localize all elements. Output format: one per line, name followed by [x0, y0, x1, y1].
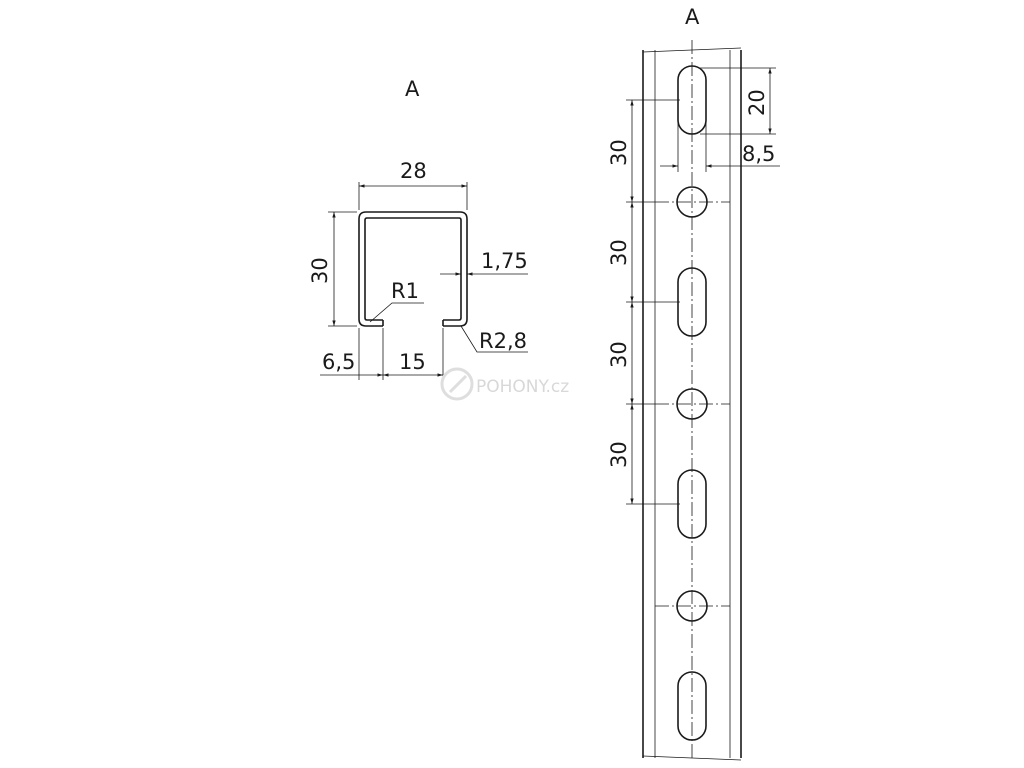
c-profile-inner: [364, 217, 462, 321]
outer-radius-label: R2,8: [479, 329, 527, 353]
pitch-label-2: 30: [607, 239, 631, 266]
watermark-logo-icon: [440, 367, 474, 401]
pitch-label-3: 30: [607, 341, 631, 368]
watermark: POHONY.cz: [440, 367, 569, 401]
slot-4: [677, 671, 707, 741]
outer-radius-leader: [460, 325, 528, 353]
pitch-label-1: 30: [607, 139, 631, 166]
slot-length-label: 20: [745, 89, 769, 116]
width-dimension-label: 28: [400, 159, 427, 183]
height-dimension-label: 30: [308, 257, 332, 284]
rail-view-label: A: [685, 5, 700, 29]
section-view: A 28 30 1,75 R1 R2,8 6,5 15: [308, 77, 528, 380]
rail-view: A 20 8,5: [607, 5, 780, 761]
inner-radius-label: R1: [391, 279, 419, 303]
opening-label: 15: [399, 350, 426, 374]
section-view-label: A: [405, 77, 420, 101]
slot-width-label: 8,5: [742, 142, 775, 166]
c-profile-outer: [358, 211, 468, 327]
inner-radius-leader: [369, 302, 424, 323]
lip-width-label: 6,5: [322, 350, 355, 374]
watermark-logo-stroke: [448, 374, 468, 394]
watermark-text: POHONY.cz: [476, 377, 569, 397]
thickness-label: 1,75: [481, 249, 528, 273]
pitch-label-4: 30: [607, 441, 631, 468]
